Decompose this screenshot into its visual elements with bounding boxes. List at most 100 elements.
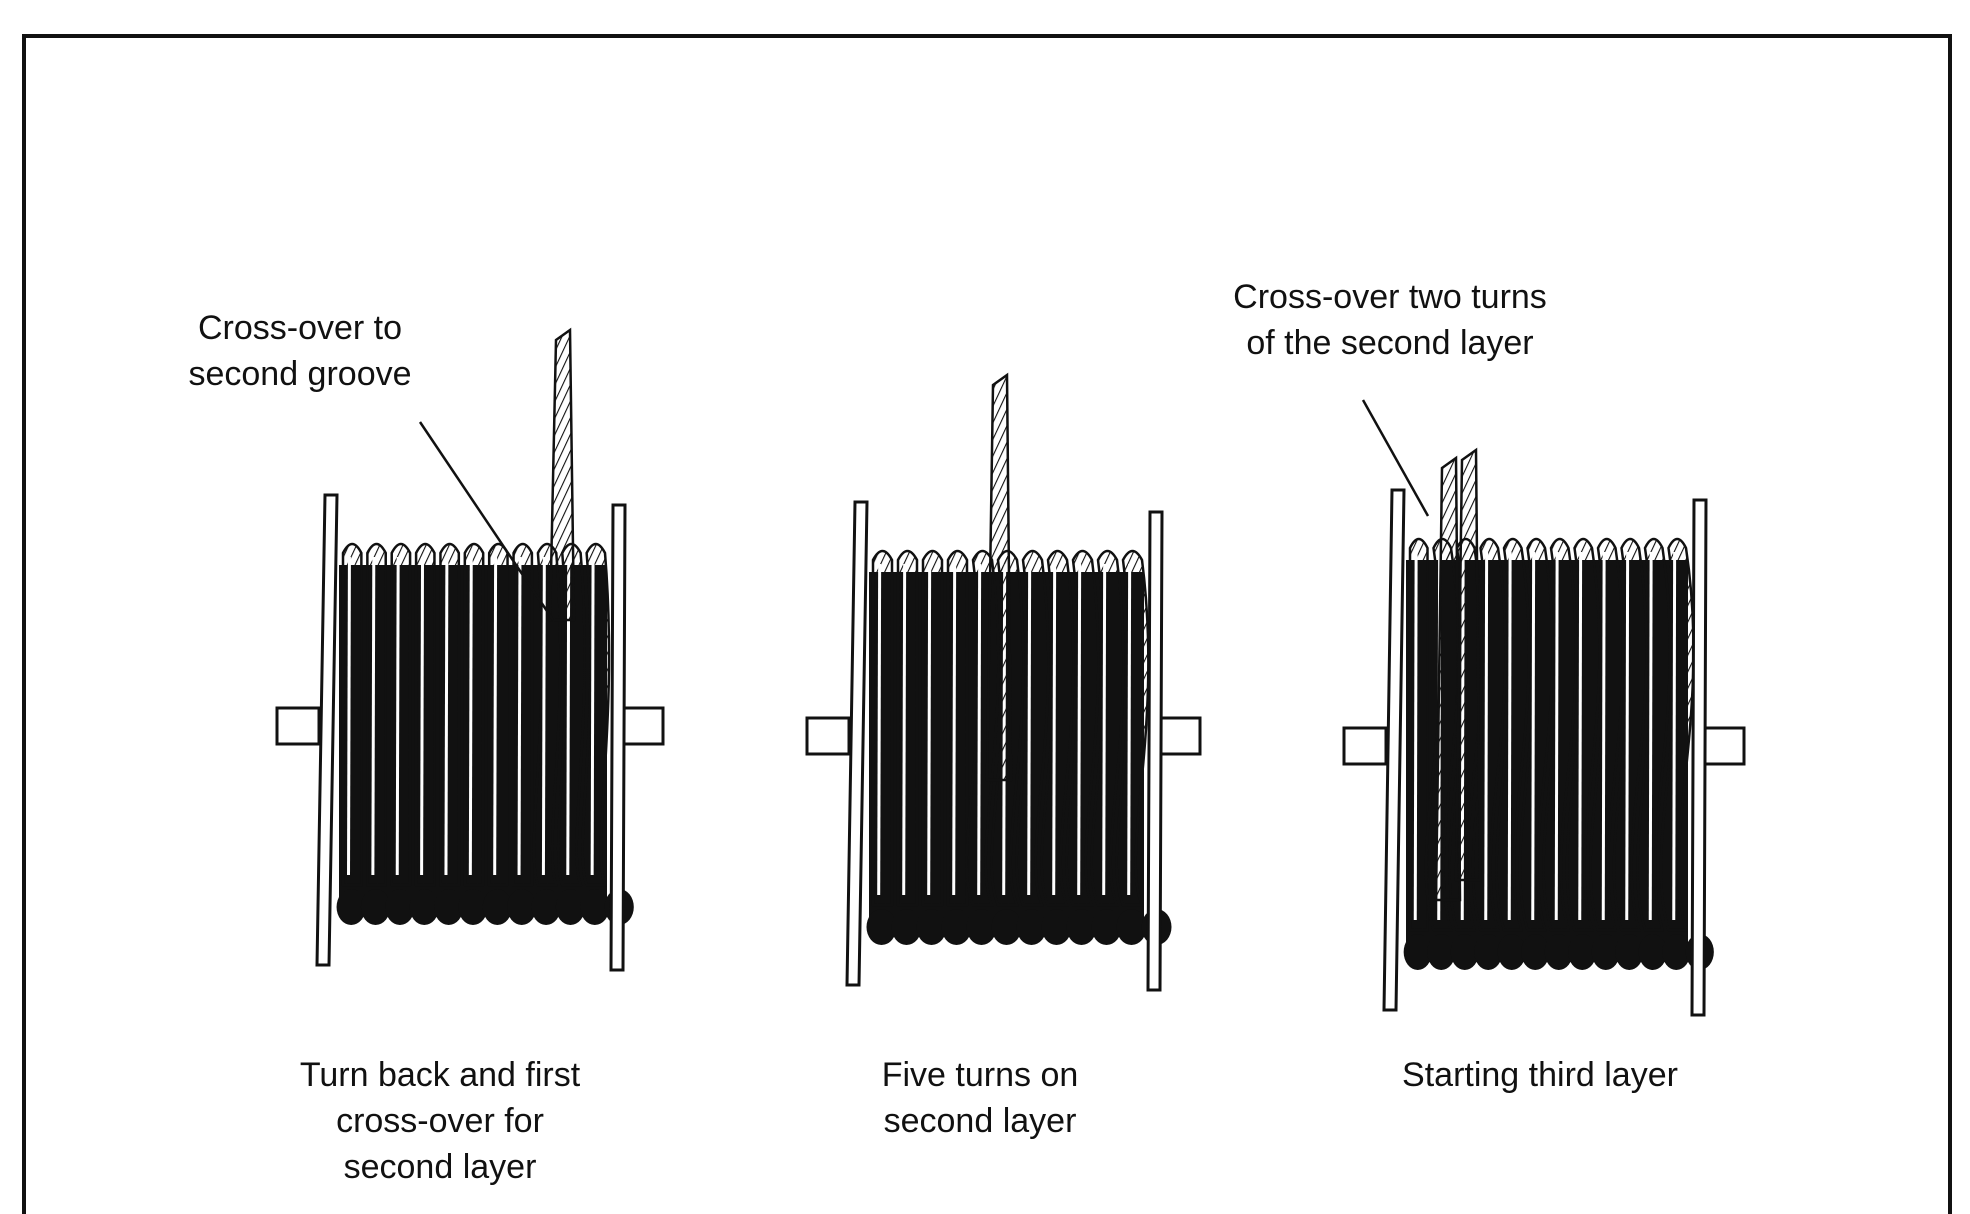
rope-highlight (371, 556, 376, 876)
rope-turn (946, 549, 969, 907)
rope-highlight (395, 556, 400, 876)
rope-turn (1040, 549, 1075, 907)
rope-turn (1471, 537, 1507, 932)
rope-highlight (1578, 551, 1583, 921)
rope-highlight (444, 556, 449, 876)
caption-panel-2: Five turns on second layer (881, 1056, 1079, 1140)
rope-turn (487, 542, 509, 887)
rope-highlight (977, 563, 982, 896)
lower-layer-turn (1016, 909, 1047, 945)
lower-layer-turn (1403, 934, 1432, 970)
lower-layer-turn (1544, 934, 1573, 970)
rope-turn (414, 542, 436, 887)
flange-left (1382, 488, 1406, 1012)
rope-highlight (927, 563, 932, 896)
lower-layer-turn (1638, 934, 1667, 970)
rope-highlight (1531, 551, 1536, 921)
lower-layer-turn (1568, 934, 1597, 970)
rope-turn (896, 549, 919, 907)
lower-layer-turn (336, 889, 366, 925)
leader-line-panel-3 (1361, 399, 1430, 517)
rope-turn (1518, 537, 1554, 932)
rope-turn (390, 542, 412, 887)
rope-highlight (1127, 563, 1132, 896)
rope-turn (1565, 537, 1601, 932)
rope-turn (439, 542, 461, 887)
drum-panel-3 (1342, 447, 1746, 1017)
lower-layer-turn (966, 909, 997, 945)
rope-highlight (1672, 551, 1677, 921)
lower-layer-turn (531, 889, 561, 925)
hauling-line (548, 327, 576, 622)
lower-layer-turn (1041, 909, 1072, 945)
lower-layer-turn (891, 909, 922, 945)
drum-panel-2 (805, 372, 1202, 992)
hauling-line (1434, 455, 1462, 902)
rope-turn (366, 542, 387, 887)
figure-border (22, 34, 1952, 1214)
rope-highlight (1027, 563, 1032, 896)
rope-turn (1015, 549, 1050, 907)
rope-turn (1636, 537, 1672, 932)
flange-right (1146, 510, 1164, 992)
lower-layer-turn (360, 889, 391, 925)
rope-turn (341, 542, 363, 887)
flange-right (609, 503, 627, 972)
lower-layer-turn (555, 889, 586, 925)
flange-right (1690, 498, 1708, 1017)
rope-highlight (1648, 551, 1653, 921)
rope-turn (921, 549, 944, 907)
lower-layer-turn (1474, 934, 1503, 970)
lower-layer-turn (941, 909, 972, 945)
lower-layer-turn (1066, 909, 1097, 945)
lower-layer-turn (385, 889, 415, 925)
shaft-stub-left (1342, 726, 1388, 766)
lower-layer-turn (1091, 909, 1122, 945)
rope-highlight (541, 556, 546, 876)
rope-highlight (1102, 563, 1107, 896)
lower-layer-turn (1427, 934, 1456, 970)
flange-left (845, 500, 869, 987)
rope-highlight (493, 556, 498, 876)
lower-layer-turn (1521, 934, 1550, 970)
rope-highlight (347, 556, 351, 876)
rope-highlight (1484, 551, 1489, 921)
lower-layer-turn (1116, 909, 1147, 945)
rope-highlight (1413, 551, 1418, 921)
lower-layer-turn (409, 889, 439, 925)
shaft-stub-right (1700, 726, 1746, 766)
rope-turn (1115, 549, 1150, 907)
lower-layer-turn (580, 889, 610, 925)
lower-layer-turn (1662, 934, 1691, 970)
rope-highlight (590, 556, 595, 876)
rope-highlight (1077, 563, 1082, 896)
lower-layer-turn (507, 889, 537, 925)
rope-highlight (1625, 551, 1630, 921)
lower-layer-turn (916, 909, 947, 945)
leader-line-panel-1 (418, 421, 555, 621)
lower-layer-turn (1497, 934, 1526, 970)
caption-panel-3: Starting third layer (1402, 1056, 1678, 1094)
rope-highlight (1554, 551, 1559, 921)
rope-turn (1065, 549, 1100, 907)
lower-layer-turn (434, 889, 464, 925)
rope-turn (871, 549, 894, 907)
rope-turn (581, 542, 611, 887)
rope-turn (1542, 537, 1578, 932)
shaft-stub-left (805, 716, 851, 756)
callout-cross-over-second-groove: Cross-over to second groove (188, 309, 412, 393)
rope-highlight (1601, 551, 1606, 921)
rope-turn (463, 542, 485, 887)
rope-highlight (468, 556, 473, 876)
lower-layer-turn (866, 909, 897, 945)
drum-panel-1 (275, 327, 665, 972)
rope-highlight (877, 563, 882, 896)
lower-layer-turn (1450, 934, 1479, 970)
rope-turn (1612, 537, 1648, 932)
rope-highlight (1052, 563, 1057, 896)
rope-highlight (902, 563, 907, 896)
callout-cross-over-two-turns: Cross-over two turns of the second layer (1233, 278, 1547, 362)
rope-turn (1495, 537, 1531, 932)
shaft-stub-left (275, 706, 321, 746)
lower-layer-turn (482, 889, 512, 925)
